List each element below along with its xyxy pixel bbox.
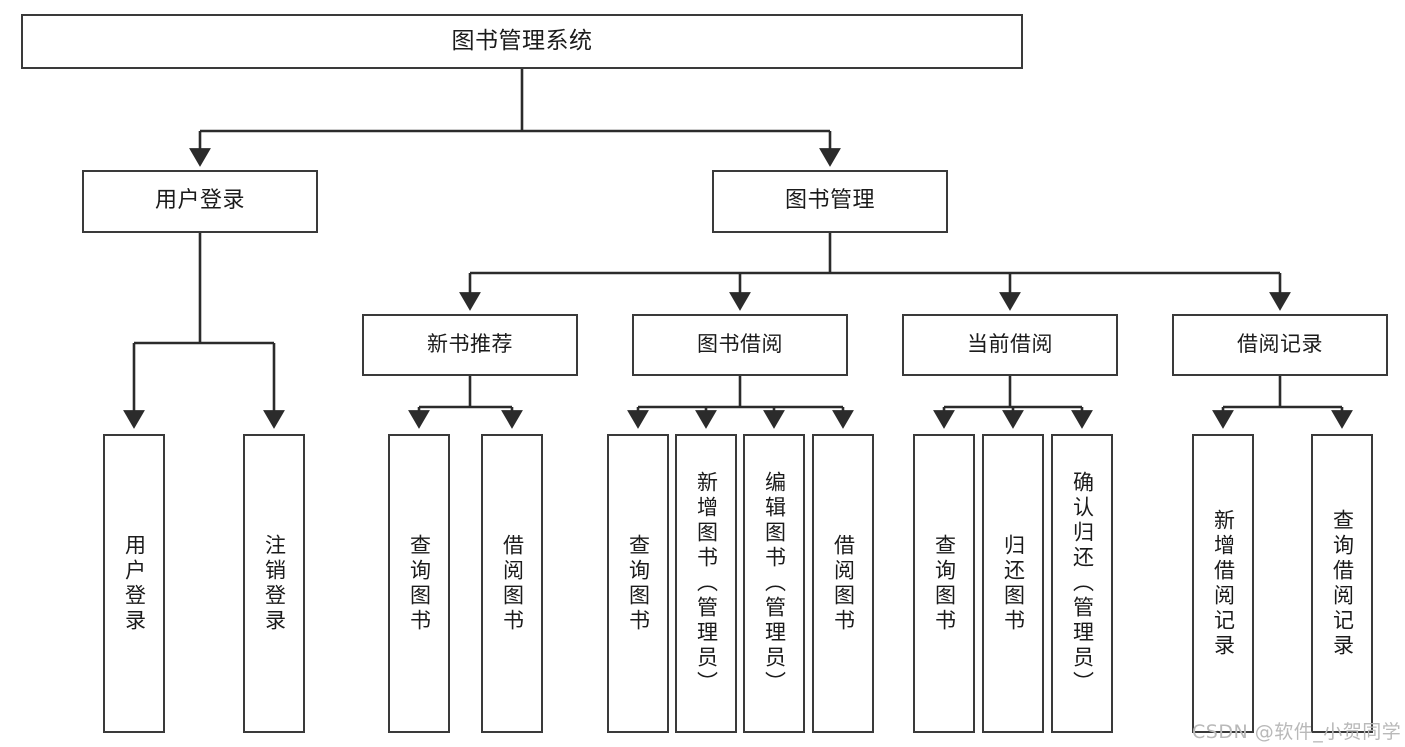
node-current-borrow-label: 当前借阅 [967, 332, 1053, 357]
node-book-manage-label: 图书管理 [784, 188, 875, 214]
node-borrow-record-label: 借阅记录 [1237, 332, 1323, 357]
node-current-borrow[interactable]: 当前借阅 [902, 314, 1118, 376]
node-leaf-borrow-book-2-label: 借阅图书 [831, 533, 856, 634]
node-leaf-query-book-2[interactable]: 查询图书 [607, 434, 669, 733]
node-leaf-add-book-label: 新增图书（管理员） [694, 471, 719, 696]
node-book-borrow-label: 图书借阅 [697, 332, 783, 357]
node-leaf-query-book-3[interactable]: 查询图书 [913, 434, 975, 733]
node-leaf-query-book-1[interactable]: 查询图书 [388, 434, 450, 733]
node-leaf-user-login-label: 用户登录 [122, 533, 147, 634]
node-new-book-rec-label: 新书推荐 [427, 332, 513, 357]
node-leaf-add-book[interactable]: 新增图书（管理员） [675, 434, 737, 733]
node-leaf-return-book-label: 归还图书 [1001, 533, 1026, 634]
node-user-login[interactable]: 用户登录 [82, 170, 318, 233]
node-leaf-return-book[interactable]: 归还图书 [982, 434, 1044, 733]
node-leaf-query-book-2-label: 查询图书 [626, 533, 651, 634]
node-leaf-user-logout[interactable]: 注销登录 [243, 434, 305, 733]
node-root[interactable]: 图书管理系统 [21, 14, 1023, 69]
node-leaf-confirm-return[interactable]: 确认归还（管理员） [1051, 434, 1113, 733]
node-leaf-edit-book[interactable]: 编辑图书（管理员） [743, 434, 805, 733]
node-user-login-label: 用户登录 [154, 188, 245, 214]
node-borrow-record[interactable]: 借阅记录 [1172, 314, 1388, 376]
watermark: CSDN @软件_小贺同学 [1192, 721, 1402, 743]
node-leaf-user-login[interactable]: 用户登录 [103, 434, 165, 733]
node-leaf-query-record[interactable]: 查询借阅记录 [1311, 434, 1373, 733]
node-leaf-add-record[interactable]: 新增借阅记录 [1192, 434, 1254, 733]
node-book-borrow[interactable]: 图书借阅 [632, 314, 848, 376]
node-leaf-confirm-return-label: 确认归还（管理员） [1070, 471, 1095, 696]
node-leaf-query-record-label: 查询借阅记录 [1330, 508, 1355, 659]
node-book-manage[interactable]: 图书管理 [712, 170, 948, 233]
node-leaf-add-record-label: 新增借阅记录 [1211, 508, 1236, 659]
node-leaf-user-logout-label: 注销登录 [262, 533, 287, 634]
node-leaf-borrow-book-1-label: 借阅图书 [500, 533, 525, 634]
node-leaf-query-book-3-label: 查询图书 [932, 533, 957, 634]
node-leaf-edit-book-label: 编辑图书（管理员） [762, 471, 787, 696]
node-new-book-rec[interactable]: 新书推荐 [362, 314, 578, 376]
node-leaf-borrow-book-2[interactable]: 借阅图书 [812, 434, 874, 733]
node-leaf-borrow-book-1[interactable]: 借阅图书 [481, 434, 543, 733]
node-root-label: 图书管理系统 [451, 27, 593, 54]
node-leaf-query-book-1-label: 查询图书 [407, 533, 432, 634]
